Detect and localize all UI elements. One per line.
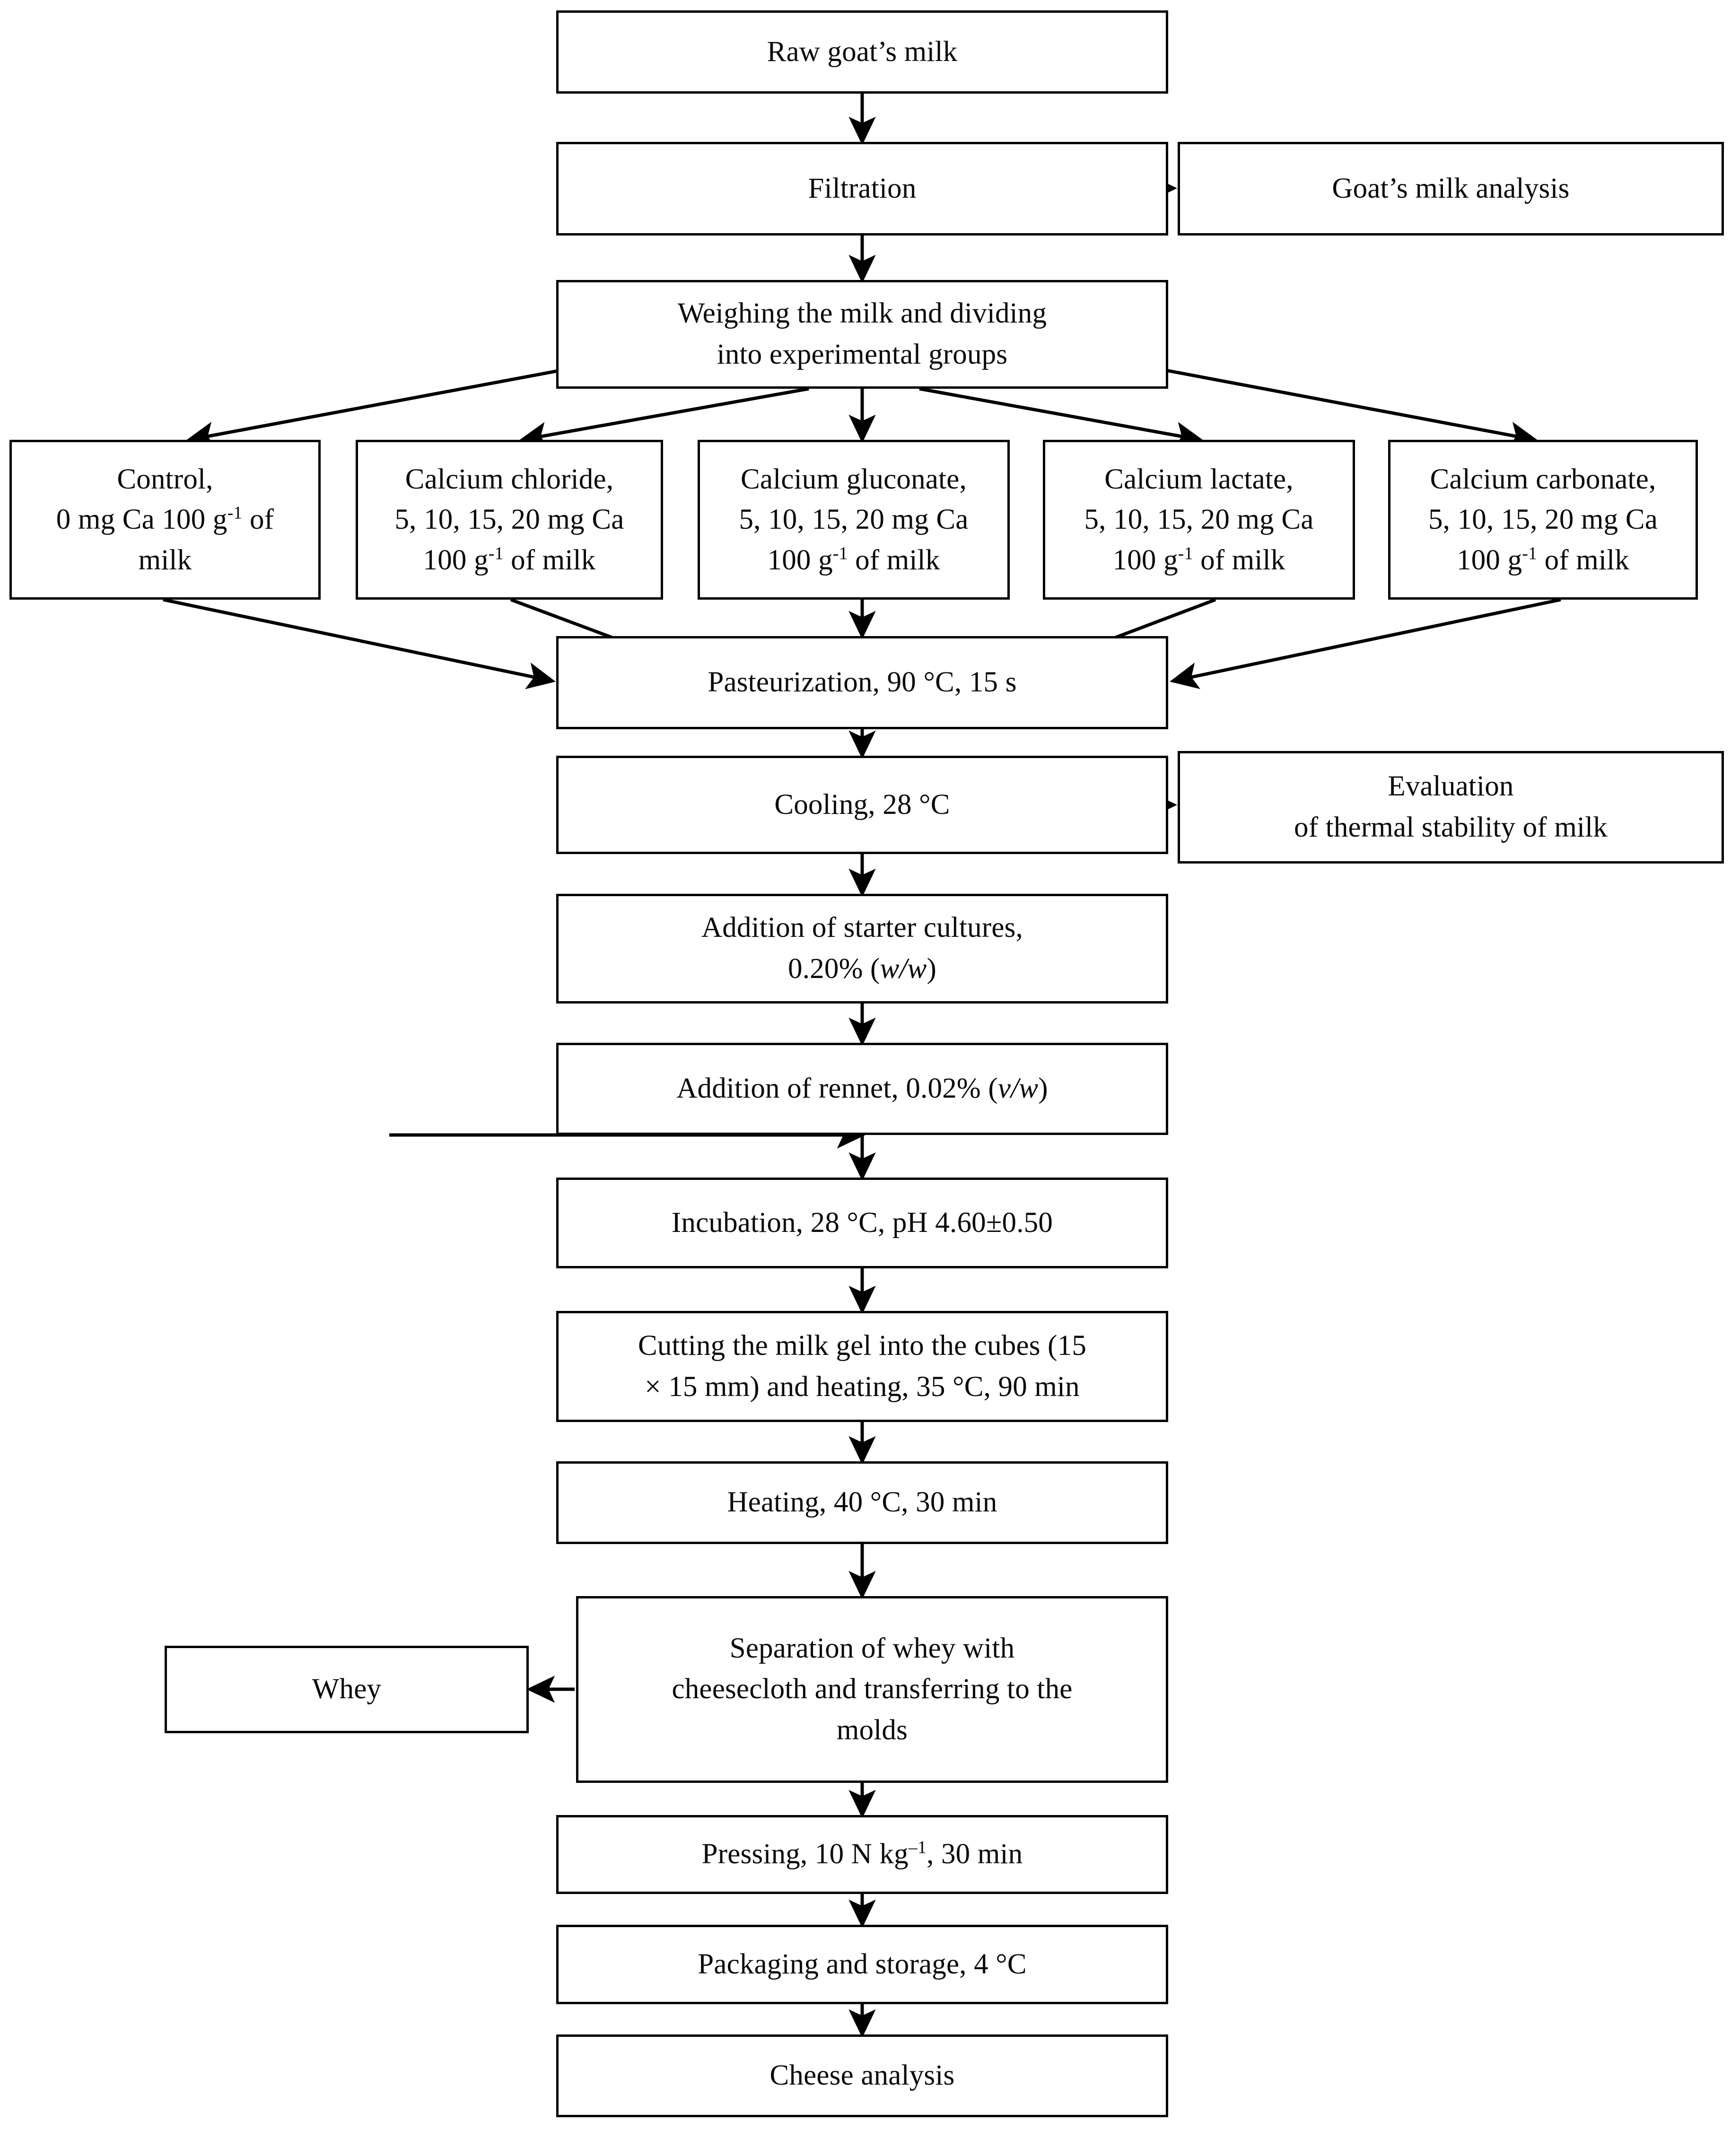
group-gluconate-line1: Calcium gluconate, — [741, 463, 967, 495]
node-goats-milk-analysis-label: Goat’s milk analysis — [1332, 172, 1570, 204]
node-starter-line1: Addition of starter cultures, — [701, 912, 1023, 944]
node-separation-line3: molds — [836, 1714, 908, 1746]
node-cutting-line2: × 15 mm) and heating, 35 °C, 90 min — [645, 1370, 1080, 1403]
group-gluconate-line3: 100 g-1 of milk — [767, 543, 940, 576]
group-control-line3: milk — [138, 544, 192, 576]
group-lactate-line3: 100 g-1 of milk — [1112, 543, 1285, 576]
node-heating[interactable]: Heating, 40 °C, 30 min — [556, 1461, 1168, 1544]
edge-control-pasteurization — [163, 598, 556, 690]
node-starter-cultures[interactable]: Addition of starter cultures, 0.20% (w/w… — [556, 894, 1168, 1004]
node-weighing[interactable]: Weighing the milk and dividing into expe… — [556, 280, 1168, 389]
node-group-control[interactable]: Control, 0 mg Ca 100 g-1 of milk — [9, 440, 321, 600]
edge-weighing-lactate — [919, 387, 1204, 449]
group-lactate-line2: 5, 10, 15, 20 mg Ca — [1084, 504, 1314, 536]
node-group-calcium-gluconate[interactable]: Calcium gluconate, 5, 10, 15, 20 mg Ca 1… — [698, 440, 1010, 600]
node-group-calcium-lactate[interactable]: Calcium lactate, 5, 10, 15, 20 mg Ca 100… — [1043, 440, 1355, 600]
group-chloride-line3: 100 g-1 of milk — [423, 543, 596, 576]
node-cutting-line1: Cutting the milk gel into the cubes (15 — [638, 1329, 1087, 1362]
node-cutting-gel[interactable]: Cutting the milk gel into the cubes (15 … — [556, 1311, 1168, 1422]
node-pressing[interactable]: Pressing, 10 N kg–1, 30 min — [556, 1815, 1168, 1894]
group-chloride-line2: 5, 10, 15, 20 mg Ca — [394, 504, 624, 536]
node-thermal-stability-evaluation[interactable]: Evaluation of thermal stability of milk — [1178, 751, 1724, 864]
node-raw-milk-label: Raw goat’s milk — [767, 35, 958, 68]
node-weighing-line1: Weighing the milk and dividing — [677, 297, 1047, 330]
node-whey[interactable]: Whey — [165, 1646, 529, 1733]
node-group-calcium-chloride[interactable]: Calcium chloride, 5, 10, 15, 20 mg Ca 10… — [356, 440, 663, 600]
node-incubation-label: Incubation, 28 °C, pH 4.60±0.50 — [671, 1206, 1053, 1239]
group-control-line2: 0 mg Ca 100 g-1 of — [56, 503, 274, 536]
node-cheese-analysis[interactable]: Cheese analysis — [556, 2034, 1168, 2117]
node-cooling[interactable]: Cooling, 28 °C — [556, 756, 1168, 854]
group-gluconate-line2: 5, 10, 15, 20 mg Ca — [739, 504, 969, 536]
group-lactate-line1: Calcium lactate, — [1104, 463, 1294, 495]
node-incubation[interactable]: Incubation, 28 °C, pH 4.60±0.50 — [556, 1178, 1168, 1268]
node-cheese-analysis-label: Cheese analysis — [769, 2060, 955, 2092]
node-filtration-label: Filtration — [808, 172, 917, 204]
node-raw-milk[interactable]: Raw goat’s milk — [556, 10, 1168, 94]
node-separation-line2: cheesecloth and transferring to the — [672, 1673, 1073, 1705]
group-carbonate-line1: Calcium carbonate, — [1430, 463, 1656, 495]
node-packaging-label: Packaging and storage, 4 °C — [698, 1948, 1027, 1980]
node-evaluation-line2: of thermal stability of milk — [1294, 812, 1608, 843]
node-whey-separation[interactable]: Separation of whey with cheesecloth and … — [576, 1596, 1168, 1783]
node-whey-label: Whey — [312, 1673, 382, 1705]
node-pasteurization[interactable]: Pasteurization, 90 °C, 15 s — [556, 636, 1168, 729]
group-carbonate-line3: 100 g-1 of milk — [1457, 543, 1629, 576]
node-separation-line1: Separation of whey with — [729, 1632, 1015, 1664]
node-starter-line2: 0.20% (w/w) — [788, 953, 936, 985]
node-heating-label: Heating, 40 °C, 30 min — [727, 1486, 997, 1519]
group-chloride-line1: Calcium chloride, — [405, 463, 614, 495]
edge-carbonate-pasteurization — [1170, 598, 1561, 690]
node-rennet-label: Addition of rennet, 0.02% (v/w) — [676, 1073, 1048, 1105]
group-control-line1: Control, — [117, 463, 213, 495]
node-packaging-storage[interactable]: Packaging and storage, 4 °C — [556, 1925, 1168, 2004]
node-pasteurization-label: Pasteurization, 90 °C, 15 s — [708, 666, 1017, 698]
node-rennet[interactable]: Addition of rennet, 0.02% (v/w) — [556, 1043, 1168, 1135]
node-weighing-line2: into experimental groups — [717, 339, 1008, 370]
node-evaluation-line1: Evaluation — [1388, 770, 1514, 803]
group-carbonate-line2: 5, 10, 15, 20 mg Ca — [1428, 504, 1658, 536]
node-pressing-label: Pressing, 10 N kg–1, 30 min — [701, 1837, 1023, 1870]
node-cooling-label: Cooling, 28 °C — [774, 788, 950, 821]
node-group-calcium-carbonate[interactable]: Calcium carbonate, 5, 10, 15, 20 mg Ca 1… — [1388, 440, 1698, 600]
edge-weighing-chloride — [519, 387, 809, 449]
node-goats-milk-analysis[interactable]: Goat’s milk analysis — [1178, 142, 1724, 236]
node-filtration[interactable]: Filtration — [556, 142, 1168, 236]
